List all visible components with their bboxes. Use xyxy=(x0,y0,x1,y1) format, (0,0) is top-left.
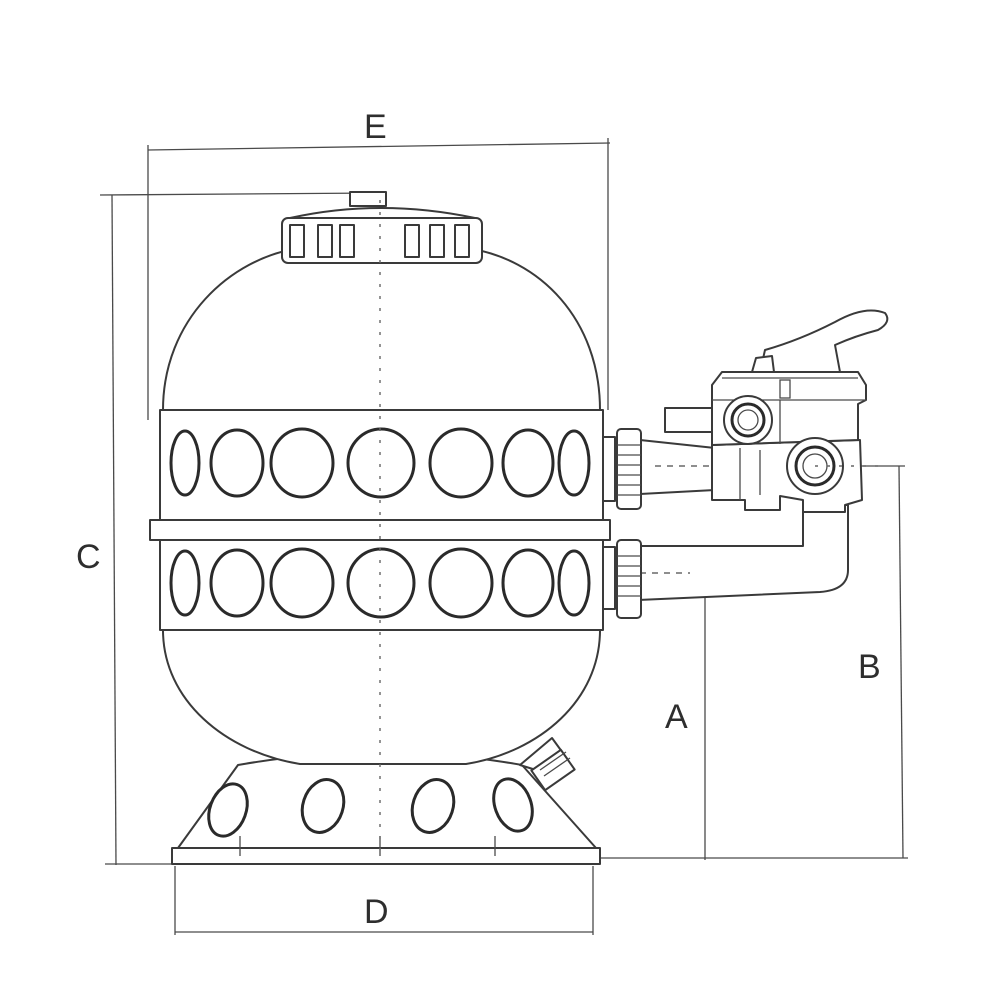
label-e: E xyxy=(364,108,387,146)
tank-lid xyxy=(281,191,483,264)
filter-base xyxy=(171,751,601,865)
drain-plug xyxy=(519,737,576,792)
tank-band-upper xyxy=(159,409,604,521)
multiport-valve xyxy=(664,309,889,513)
label-b: B xyxy=(858,648,881,686)
outlet-union-upper xyxy=(602,428,642,510)
outlet-union-lower xyxy=(602,539,642,619)
dimension-d xyxy=(174,866,594,935)
tank-band-lower xyxy=(159,539,604,631)
label-a: A xyxy=(665,698,688,736)
dimension-e xyxy=(147,138,611,420)
label-c: C xyxy=(76,538,101,576)
return-pipe xyxy=(629,504,849,601)
label-d: D xyxy=(364,893,389,931)
inlet-pipe xyxy=(639,439,716,495)
dimension-a xyxy=(686,572,710,860)
filter-tank xyxy=(162,247,601,765)
